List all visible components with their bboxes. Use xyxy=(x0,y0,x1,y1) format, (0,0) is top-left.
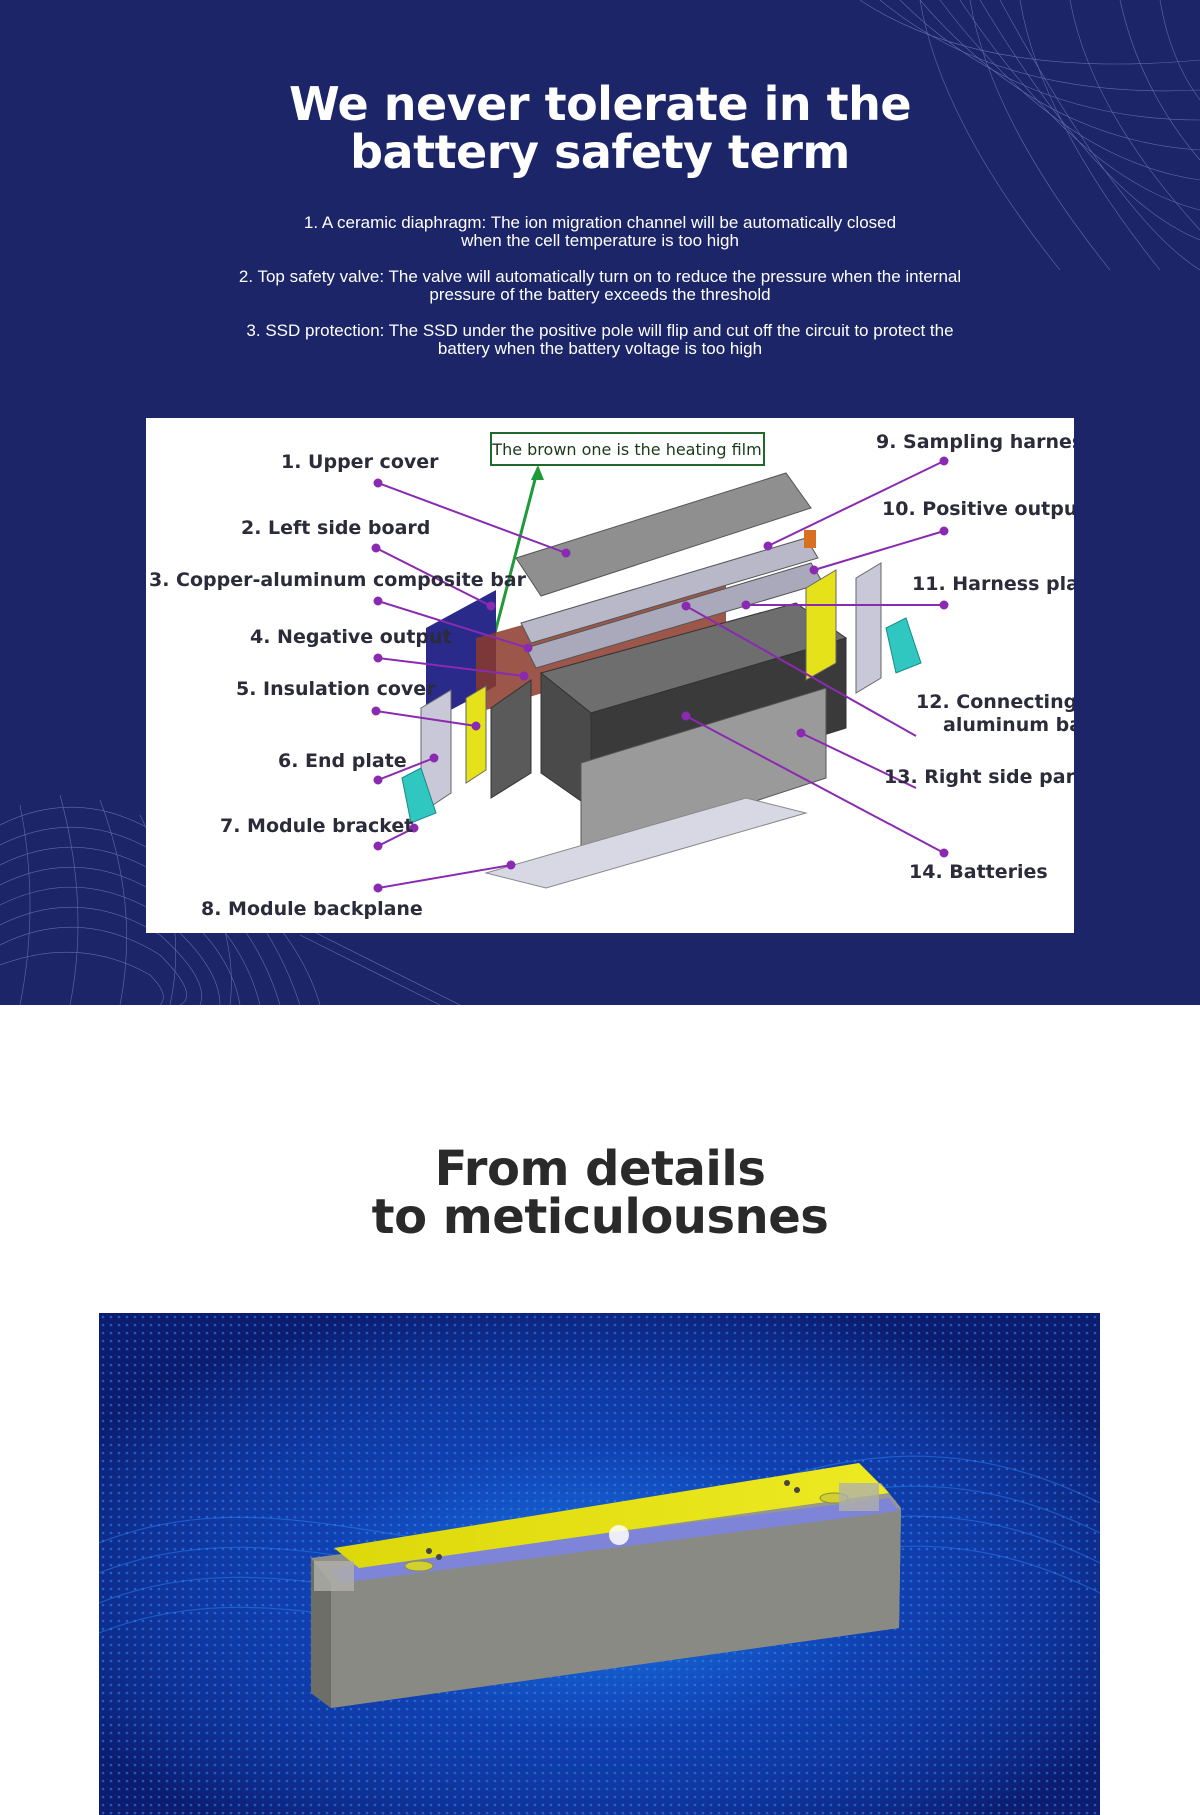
part-label-connecting: 12. Connecting xyxy=(916,691,1074,713)
part-label-insulation-cover: 5. Insulation cover xyxy=(236,678,436,700)
connecting-bar-shape xyxy=(885,617,922,674)
details-title: From details to meticulousnes xyxy=(371,1141,829,1245)
vent-icon xyxy=(404,1560,434,1572)
battery-end xyxy=(311,1558,331,1708)
upper-cover-shape xyxy=(515,472,812,597)
leader-lines xyxy=(371,456,949,893)
bolt-icon xyxy=(426,1548,432,1554)
heating-film-note-box xyxy=(490,432,765,466)
part-label-copper-aluminum-bar: 3. Copper-aluminum composite bar xyxy=(149,569,527,591)
battery-top-cover xyxy=(334,1463,889,1568)
bolt-icon xyxy=(436,1554,442,1560)
terminal-block xyxy=(839,1483,879,1511)
part-label-harness-plate: 11. Harness plate xyxy=(912,573,1074,595)
part-label-batteries: 14. Batteries xyxy=(909,861,1048,883)
battery-module-illustration xyxy=(311,1463,901,1708)
insulation-cover-right-shape xyxy=(805,569,837,681)
safety-point: 3. SSD protection: The SSD under the pos… xyxy=(246,321,954,358)
safety-point: 2. Top safety valve: The valve will auto… xyxy=(238,267,962,304)
safety-title: We never tolerate in the battery safety … xyxy=(288,77,912,179)
module-backplane-shape xyxy=(484,797,808,889)
part-label-end-plate: 6. End plate xyxy=(278,750,407,772)
battery-front xyxy=(331,1508,901,1708)
safety-points: 1. A ceramic diaphragm: The ion migratio… xyxy=(200,214,1000,376)
safety-section: We never tolerate in the battery safety … xyxy=(0,0,1200,1005)
safety-point: 1. A ceramic diaphragm: The ion migratio… xyxy=(303,213,897,250)
part-label-aluminum-bar: aluminum bar xyxy=(943,714,1074,736)
terminal-block xyxy=(314,1561,354,1591)
end-plate-right-shape xyxy=(855,562,882,694)
part-label-left-side-board: 2. Left side board xyxy=(241,517,430,539)
mesh-decoration-top-right xyxy=(860,0,1200,270)
light-flare xyxy=(609,1525,629,1545)
arrow-head-icon xyxy=(531,465,544,480)
positive-output-shape xyxy=(804,530,816,548)
part-label-sampling-harness: 9. Sampling harness xyxy=(876,431,1074,453)
part-label-module-backplane: 8. Module backplane xyxy=(201,898,423,920)
part-label-right-side-panel: 13. Right side panel xyxy=(884,766,1074,788)
module-illustration xyxy=(401,472,922,889)
heating-film-note: The brown one is the heating film xyxy=(491,440,761,459)
end-block-shape xyxy=(490,679,532,799)
harness-plate-shape xyxy=(520,537,819,644)
insulation-cover-shape xyxy=(465,685,487,784)
right-side-panel-shape xyxy=(580,687,827,859)
battery-product-hero xyxy=(99,1313,1100,1815)
heating-film-arrow xyxy=(489,467,540,649)
module-bracket-shape xyxy=(401,767,437,824)
part-label-negative-output: 4. Negative output xyxy=(250,626,452,648)
bolt-icon xyxy=(784,1480,790,1486)
battery-module-exploded-diagram: The brown one is the heating film xyxy=(146,418,1074,933)
part-label-positive-output: 10. Positive output xyxy=(882,498,1074,520)
part-label-module-bracket: 7. Module bracket xyxy=(220,815,413,837)
part-label-upper-cover: 1. Upper cover xyxy=(281,451,439,473)
bolt-icon xyxy=(794,1487,800,1493)
